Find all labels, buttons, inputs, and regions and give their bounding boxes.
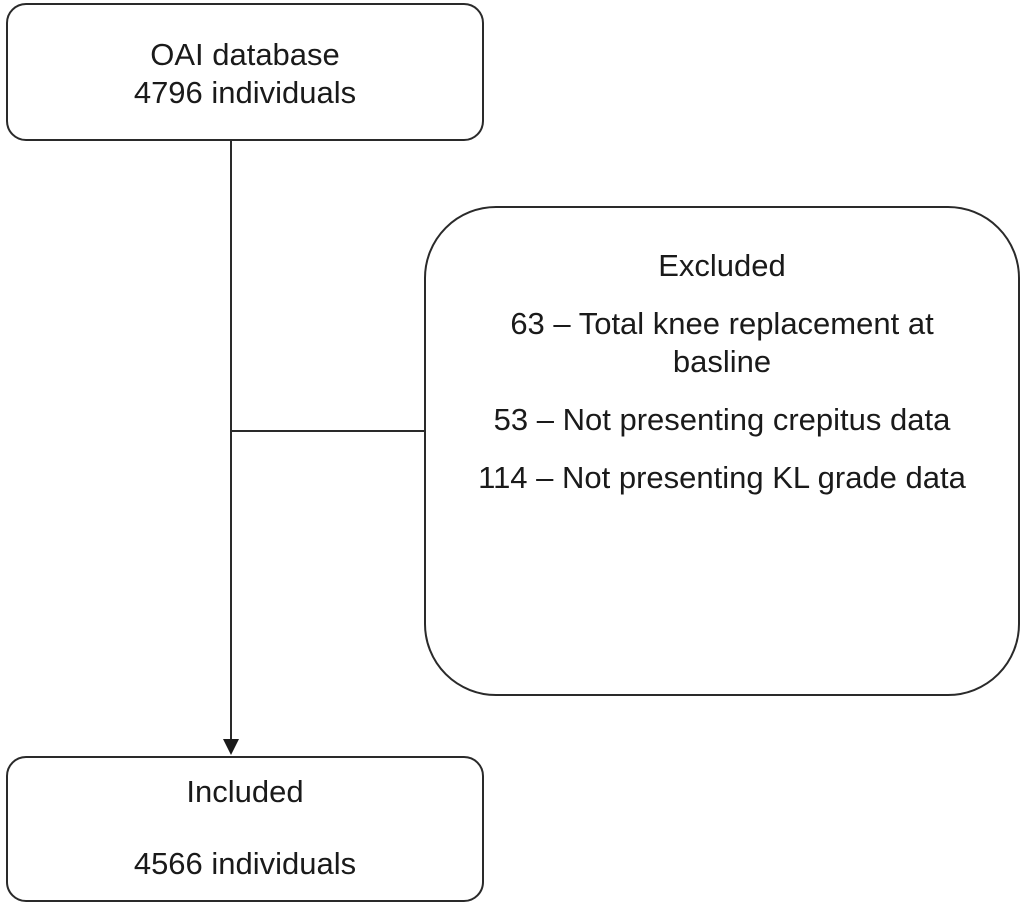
included-title: Included bbox=[186, 774, 304, 809]
excluded-title: Excluded bbox=[658, 248, 786, 283]
included-count: 4566 individuals bbox=[133, 846, 357, 881]
arrow-down-icon bbox=[223, 739, 239, 755]
oai-database-label: OAI database bbox=[150, 37, 340, 72]
oai-database-count: 4796 individuals bbox=[133, 75, 357, 110]
excluded-item-kl-grade: 114 – Not presenting KL grade data bbox=[478, 460, 966, 495]
excluded-item-knee-replacement: 63 – Total knee replacement at basline bbox=[510, 306, 934, 379]
included-box: Included 4566 individuals bbox=[6, 756, 484, 902]
connector-vertical-line bbox=[230, 141, 232, 741]
oai-database-box: OAI database 4796 individuals bbox=[6, 3, 484, 141]
excluded-box: Excluded 63 – Total knee replacement at … bbox=[424, 206, 1020, 696]
excluded-item-crepitus: 53 – Not presenting crepitus data bbox=[493, 402, 951, 437]
connector-branch-line bbox=[231, 430, 425, 432]
